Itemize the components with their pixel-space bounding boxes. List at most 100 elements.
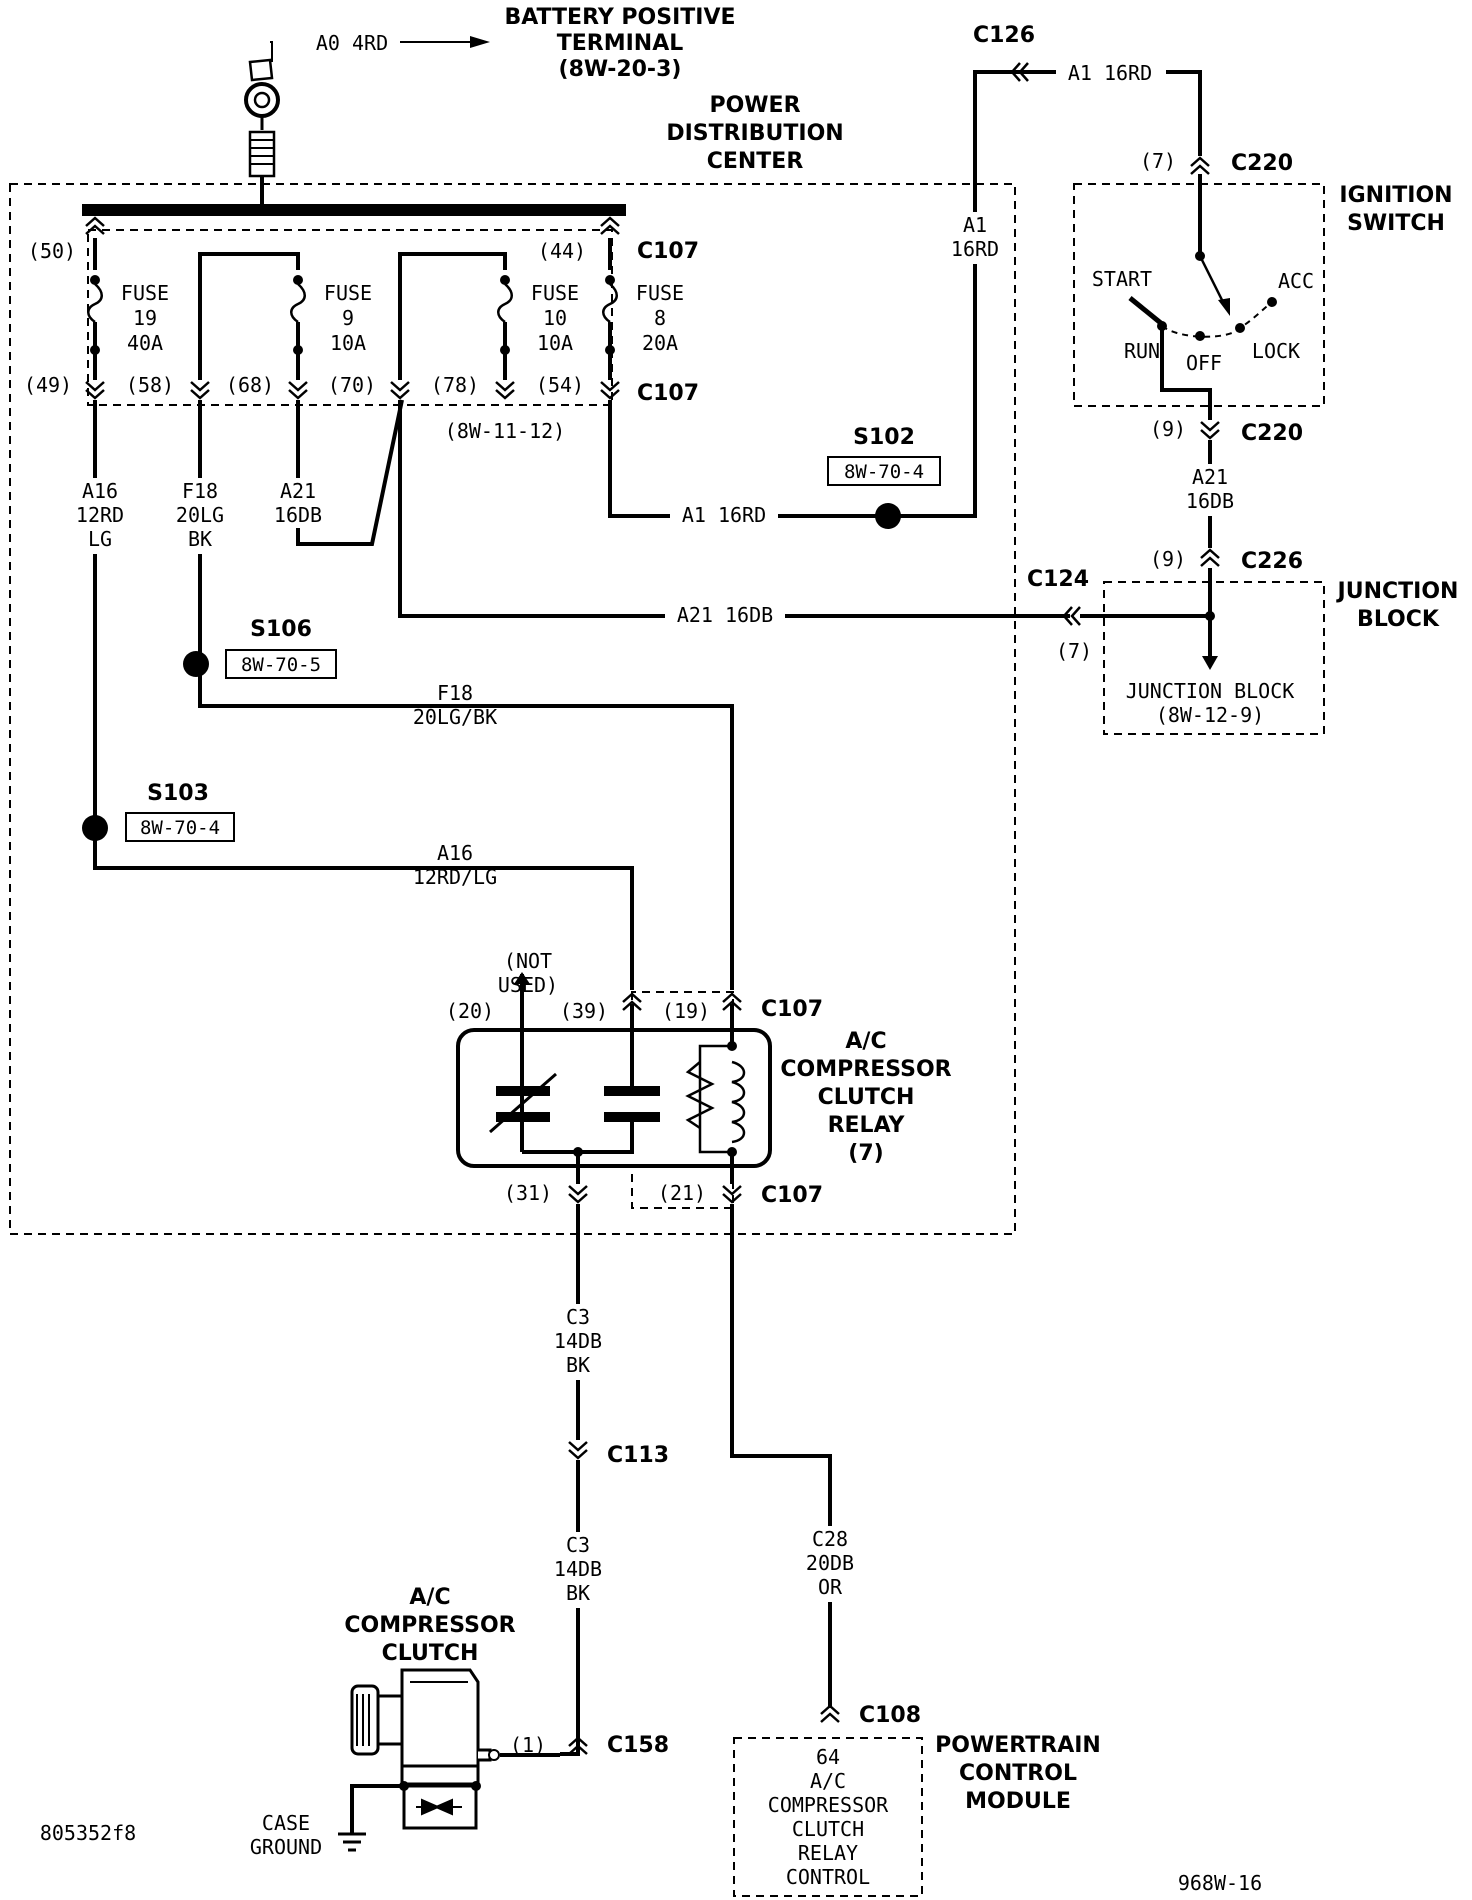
ignition-switch-box (1073, 183, 1325, 407)
relay-nc-slash (489, 1072, 557, 1134)
fuse-9-icon (290, 283, 306, 324)
fuse-19-rating: 40A (127, 331, 163, 355)
wire-a16-line2: 12RD (76, 503, 124, 527)
wire-c3-upper-1: C3 (566, 1305, 590, 1329)
clutch-title-2: COMPRESSOR (344, 1613, 515, 1638)
ac-clutch-relay: (NOT USED) (20) (39) (19) C107 (31) (21)… (446, 949, 952, 1209)
pin-label-44: (44) (538, 239, 586, 263)
relay-nc-contact-top (496, 1086, 550, 1096)
ignition-pin-in: (7) (1140, 149, 1176, 173)
ignition-off: OFF (1186, 351, 1222, 375)
splice-s102-dot (875, 503, 901, 529)
not-used-arrow-icon (514, 972, 530, 984)
c113-connector (567, 1440, 589, 1460)
c226-label: C226 (1241, 549, 1303, 574)
wire-a21-line2: 16DB (274, 503, 322, 527)
relay-no-contact-top (604, 1086, 660, 1096)
wire-c3-lower-2: 14DB (554, 1557, 602, 1581)
footer-left-id: 805352f8 (40, 1821, 136, 1845)
relay-title-3: CLUTCH (818, 1085, 915, 1110)
wire-a21-line1: A21 (280, 479, 316, 503)
wire-a21-ign-line1: A21 (1192, 465, 1228, 489)
fuse-19: FUSE 19 40A (87, 238, 169, 380)
relay-no-contact-bottom (604, 1112, 660, 1122)
junction-block-box (1103, 581, 1325, 735)
fuse-8-rating: 20A (642, 331, 678, 355)
fuse-19-number: 19 (133, 306, 157, 330)
clutch-title-3: CLUTCH (382, 1641, 479, 1666)
pin-label-54: (54) (536, 373, 584, 397)
c107-ref-label: (8W-11-12) (445, 419, 565, 443)
c220-label-top: C220 (1231, 151, 1293, 176)
wire-a21-label-horizontal: A21 16DB (677, 603, 773, 627)
relay-title-5: (7) (848, 1141, 883, 1166)
pcm-line2: A/C (810, 1769, 846, 1793)
c107-label-bottom: C107 (637, 381, 699, 406)
wire-c28-line1: C28 (812, 1527, 848, 1551)
wire-a1-line2: 16RD (951, 237, 999, 261)
wire-c3-upper-3: BK (566, 1353, 590, 1377)
pdc-title-2: DISTRIBUTION (666, 121, 843, 146)
wire-a16-line3: LG (88, 527, 112, 551)
ignition-title-1: IGNITION (1339, 183, 1452, 208)
ignition-wiper (1198, 255, 1228, 309)
wire-a16-bottom-2: 12RD/LG (413, 865, 497, 889)
relay-pin-31-label: (31) (504, 1181, 552, 1205)
pcm-line5: RELAY (798, 1841, 858, 1865)
wire-a21-internal (296, 399, 404, 546)
pcm-line1: 64 (816, 1745, 840, 1769)
wire-f18-line2: 20LG (176, 503, 224, 527)
not-used-label-1: (NOT (504, 949, 552, 973)
pdc-title-1: POWER (709, 93, 800, 118)
battery-terminal-section: BATTERY POSITIVE TERMINAL (8W-20-3) A0 4… (244, 5, 736, 206)
junction-block-section: (9) C226 C124 (7) JUNCTION BLOCK (8W-12-… (1027, 547, 1459, 735)
wire-a1-label-top: A1 16RD (1068, 61, 1152, 85)
relay-title-2: COMPRESSOR (780, 1057, 951, 1082)
c126-label: C126 (973, 23, 1035, 48)
wire-a16-bottom-1: A16 (437, 841, 473, 865)
ignition-switch-section: C126 A1 16RD (7) C220 IGNITION SWITCH ST… (973, 23, 1453, 548)
wire-label-a0: A0 4RD (316, 31, 388, 55)
wire-c28-line2: 20DB (806, 1551, 854, 1575)
wire-f18-bottom-1: F18 (437, 681, 473, 705)
splice-s102-ref-box (827, 456, 941, 486)
wire-c28-line3: OR (818, 1575, 843, 1599)
c107-pin-70-connector (389, 380, 411, 400)
c220-label-bottom: C220 (1241, 421, 1303, 446)
relay-pin-19-label: (19) (662, 999, 710, 1023)
relay-coil-icon (731, 1060, 746, 1144)
not-used-label-2: USED) (498, 973, 558, 997)
fuse-9-name: FUSE (324, 281, 372, 305)
c108-label: C108 (859, 1703, 921, 1728)
junction-title-1: JUNCTION (1336, 579, 1459, 604)
power-distribution-center: POWER DISTRIBUTION CENTER (50) (44) C107… (9, 70, 1070, 1235)
junction-pin-c124: (7) (1056, 639, 1092, 663)
c107-pin-78-connector (494, 380, 516, 400)
ignition-wiper-arrow-icon (1218, 298, 1230, 316)
fuse-10-icon (497, 283, 513, 324)
c107-pin-54-connector (599, 380, 621, 400)
fuse-10-name: FUSE (531, 281, 579, 305)
wire-c28 (730, 1204, 832, 1708)
wire-f18-bottom-2: 20LG/BK (413, 705, 497, 729)
wire-a21-ign-line2: 16DB (1186, 489, 1234, 513)
pcm-line6: CONTROL (786, 1865, 870, 1889)
pcm-box (733, 1737, 923, 1897)
c220-in-connector (1189, 156, 1211, 176)
splice-s103-dot (82, 815, 108, 841)
case-ground-line1: CASE (262, 1811, 310, 1835)
fuse-9-number: 9 (342, 306, 354, 330)
clutch-title-1: A/C (409, 1585, 450, 1610)
relay-title-4: RELAY (828, 1113, 906, 1138)
ignition-run: RUN (1124, 339, 1160, 363)
pdc-title-3: CENTER (707, 149, 804, 174)
battery-arrow-icon (470, 36, 490, 48)
splice-s106-name: S106 (250, 617, 312, 642)
splice-s102-name: S102 (853, 425, 915, 450)
bus-bar (82, 204, 626, 216)
junction-title-2: BLOCK (1357, 607, 1440, 632)
c107-pin-68-connector (287, 380, 309, 400)
c220-out-connector (1199, 420, 1221, 440)
relay-c107-bottom-label: C107 (761, 1183, 823, 1208)
